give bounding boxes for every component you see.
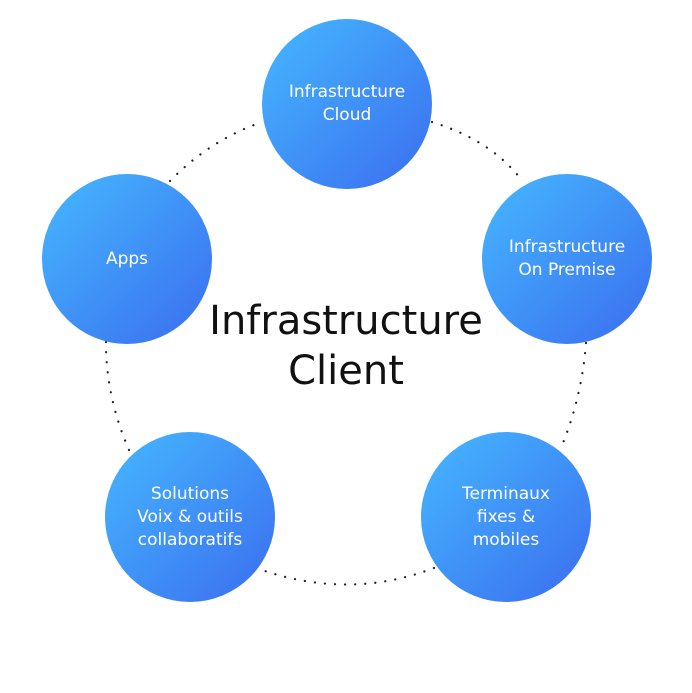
node-terminaux: Terminaux fixes & mobiles [421, 432, 591, 602]
center-title: Infrastructure Client [209, 298, 483, 394]
node-label: Infrastructure Cloud [288, 82, 406, 125]
connector-terminals-voice [260, 566, 436, 586]
node-apps: Apps [42, 174, 212, 344]
connector-voice-apps [104, 336, 131, 452]
node-solutions-voix: Solutions Voix & outils collaboratifs [105, 432, 275, 602]
node-label: Infrastructure On Premise [508, 237, 626, 280]
connector-cloud-premise [430, 120, 522, 180]
node-label: Solutions Voix & outils collaboratifs [137, 483, 243, 550]
node-infrastructure-cloud: Infrastructure Cloud [262, 19, 432, 189]
node-label: Apps [105, 248, 149, 269]
connector-premise-terminals [561, 341, 588, 445]
node-label: Terminaux fixes & mobiles [462, 483, 550, 550]
node-infrastructure-on-premise: Infrastructure On Premise [482, 174, 652, 344]
connector-apps-cloud [168, 120, 264, 183]
